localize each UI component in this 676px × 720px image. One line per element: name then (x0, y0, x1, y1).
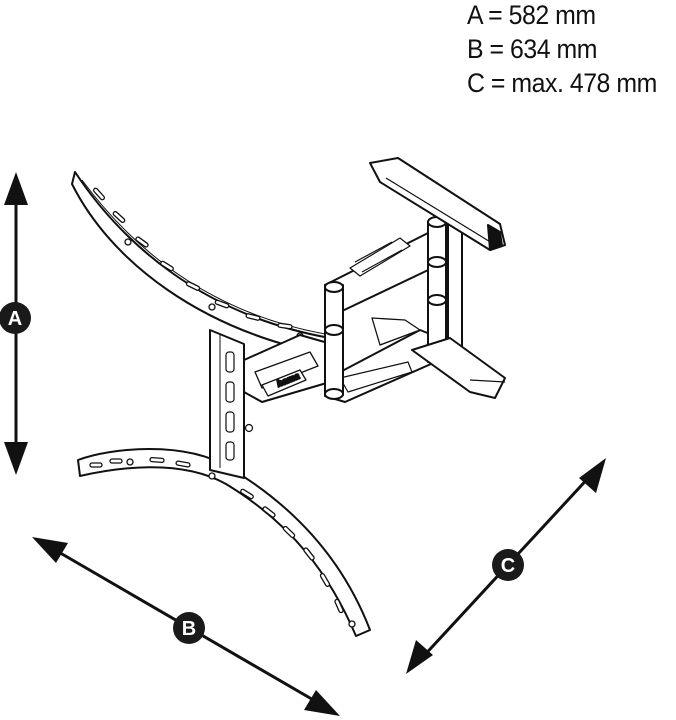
tilt-head: hama (243, 334, 336, 403)
dimension-c-spec: C = max. 478 mm (467, 68, 657, 98)
upper-tv-rail (71, 171, 335, 357)
lower-tv-rail (77, 448, 371, 637)
dimension-b-letter: B (182, 618, 196, 640)
wall-plate (369, 157, 506, 399)
dimension-b-spec: B = 634 mm (467, 34, 598, 64)
dimension-a-spec: A = 582 mm (467, 0, 596, 30)
lower-arm (324, 317, 441, 403)
dimension-c-letter: C (501, 555, 515, 577)
dimension-c-badge: C (492, 549, 524, 581)
vertical-tv-plate (209, 329, 254, 479)
dimension-a-letter: A (8, 308, 22, 330)
dimension-b-badge: B (173, 612, 205, 644)
wall-mount-drawing: hama (71, 157, 506, 637)
dimension-a-badge: A (0, 302, 31, 334)
pivot-column (324, 281, 344, 400)
